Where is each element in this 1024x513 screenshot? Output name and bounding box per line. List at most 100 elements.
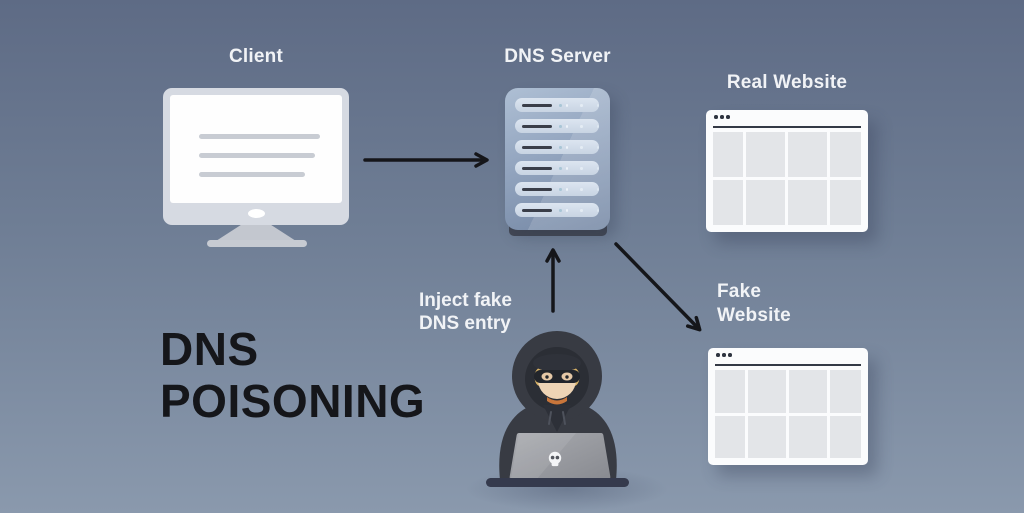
hacker-mask-icon bbox=[534, 370, 580, 383]
slat-led-dot bbox=[580, 103, 583, 107]
screen-text-line bbox=[199, 134, 320, 139]
monitor-base bbox=[207, 240, 307, 247]
inject-fake-dns-entry-label: Inject fake DNS entry bbox=[419, 289, 512, 335]
server-slat bbox=[515, 161, 600, 175]
monitor-frame bbox=[163, 88, 349, 225]
fake-website-browser-icon bbox=[708, 348, 868, 465]
slat-line bbox=[522, 166, 553, 170]
server-body bbox=[505, 88, 610, 230]
browser-menu-dots-icon bbox=[714, 115, 730, 119]
laptop-sheen bbox=[511, 433, 576, 480]
real-website-browser-icon bbox=[706, 110, 868, 232]
dns-to-fake-website-arrow bbox=[614, 242, 702, 332]
screen-text-line bbox=[199, 172, 305, 177]
slat-led-dot bbox=[596, 187, 600, 191]
slat-line bbox=[522, 208, 553, 212]
hooded-hacker-icon bbox=[499, 331, 617, 480]
inject-label-line1: Inject fake bbox=[419, 290, 512, 311]
slat-led-dot bbox=[565, 166, 569, 170]
browser-content-tile bbox=[788, 132, 827, 177]
fake-website-label-line1: Fake bbox=[717, 281, 762, 302]
browser-content-tile bbox=[789, 370, 828, 413]
hacker-eye bbox=[565, 375, 569, 379]
slat-led-dot bbox=[596, 208, 600, 212]
fake-website-label-line2: Website bbox=[717, 305, 791, 326]
dot-icon bbox=[716, 353, 720, 357]
real-website-label: Real Website bbox=[726, 72, 848, 93]
browser-content-tile bbox=[713, 132, 744, 177]
browser-toolbar-rule bbox=[715, 364, 861, 366]
slat-led-dot bbox=[580, 208, 583, 212]
slat-led-dot bbox=[596, 103, 600, 107]
slat-led-dot bbox=[565, 124, 569, 128]
browser-content-tile bbox=[747, 370, 787, 413]
browser-content-tile bbox=[789, 415, 828, 458]
dot-icon bbox=[728, 353, 732, 357]
hacker-collar bbox=[547, 397, 567, 405]
slat-line bbox=[522, 145, 553, 149]
screen-text-line bbox=[199, 153, 315, 158]
hacker-eye bbox=[545, 375, 549, 379]
browser-content-tile bbox=[788, 180, 827, 225]
server-slat bbox=[515, 203, 600, 217]
server-slat bbox=[515, 182, 600, 196]
slat-led-dot bbox=[559, 145, 562, 149]
slat-led-dot bbox=[596, 145, 600, 149]
browser-toolbar-rule bbox=[713, 126, 861, 128]
dot-icon bbox=[726, 115, 730, 119]
monitor-stand bbox=[216, 225, 296, 241]
server-slats bbox=[515, 98, 600, 224]
browser-content-tile bbox=[746, 180, 786, 225]
slat-led-dot bbox=[596, 124, 600, 128]
slat-led-dot bbox=[565, 103, 569, 107]
page-title: DNS POISONING bbox=[160, 323, 425, 427]
fake-browser-grid bbox=[715, 370, 861, 458]
slat-led-dot bbox=[559, 187, 562, 191]
browser-content-tile bbox=[715, 415, 745, 458]
browser-content-tile bbox=[713, 180, 744, 225]
slat-led-dot bbox=[565, 187, 569, 191]
desk bbox=[486, 478, 629, 487]
fake-website-label: Fake Website bbox=[717, 280, 791, 328]
inject-label-line2: DNS entry bbox=[419, 313, 511, 334]
browser-content-tile bbox=[830, 415, 861, 458]
slat-line bbox=[522, 124, 553, 128]
browser-content-tile bbox=[829, 132, 861, 177]
server-slat bbox=[515, 140, 600, 154]
dot-icon bbox=[714, 115, 718, 119]
skull-icon bbox=[548, 451, 562, 467]
slat-led-dot bbox=[596, 166, 600, 170]
slat-led-dot bbox=[559, 166, 562, 170]
slat-led-dot bbox=[580, 124, 583, 128]
slat-led-dot bbox=[559, 208, 562, 212]
browser-content-tile bbox=[715, 370, 745, 413]
browser-content-tile bbox=[746, 132, 786, 177]
page-title-line1: DNS bbox=[160, 323, 259, 375]
slat-led-dot bbox=[580, 145, 583, 149]
dot-icon bbox=[720, 115, 724, 119]
slat-led-dot bbox=[559, 103, 562, 107]
browser-menu-dots-icon bbox=[716, 353, 732, 357]
real-browser-grid bbox=[713, 132, 861, 225]
browser-content-tile bbox=[747, 415, 787, 458]
slat-led-dot bbox=[559, 124, 562, 128]
client-label: Client bbox=[229, 46, 283, 67]
monitor-power-button bbox=[248, 209, 265, 218]
screen-text-lines bbox=[199, 134, 320, 191]
browser-content-tile bbox=[829, 180, 861, 225]
hacker-chest bbox=[543, 405, 571, 432]
slat-led-dot bbox=[565, 208, 569, 212]
dot-icon bbox=[722, 353, 726, 357]
server-slat bbox=[515, 98, 600, 112]
hoodie-strings bbox=[548, 411, 566, 425]
slat-led-dot bbox=[565, 145, 569, 149]
page-title-line2: POISONING bbox=[160, 375, 426, 427]
browser-content-tile bbox=[830, 370, 861, 413]
monitor-screen bbox=[170, 95, 342, 203]
server-slat bbox=[515, 119, 600, 133]
slat-led-dot bbox=[580, 187, 583, 191]
hood-rim bbox=[533, 354, 581, 372]
slat-led-dot bbox=[580, 166, 583, 170]
slat-line bbox=[522, 103, 553, 107]
